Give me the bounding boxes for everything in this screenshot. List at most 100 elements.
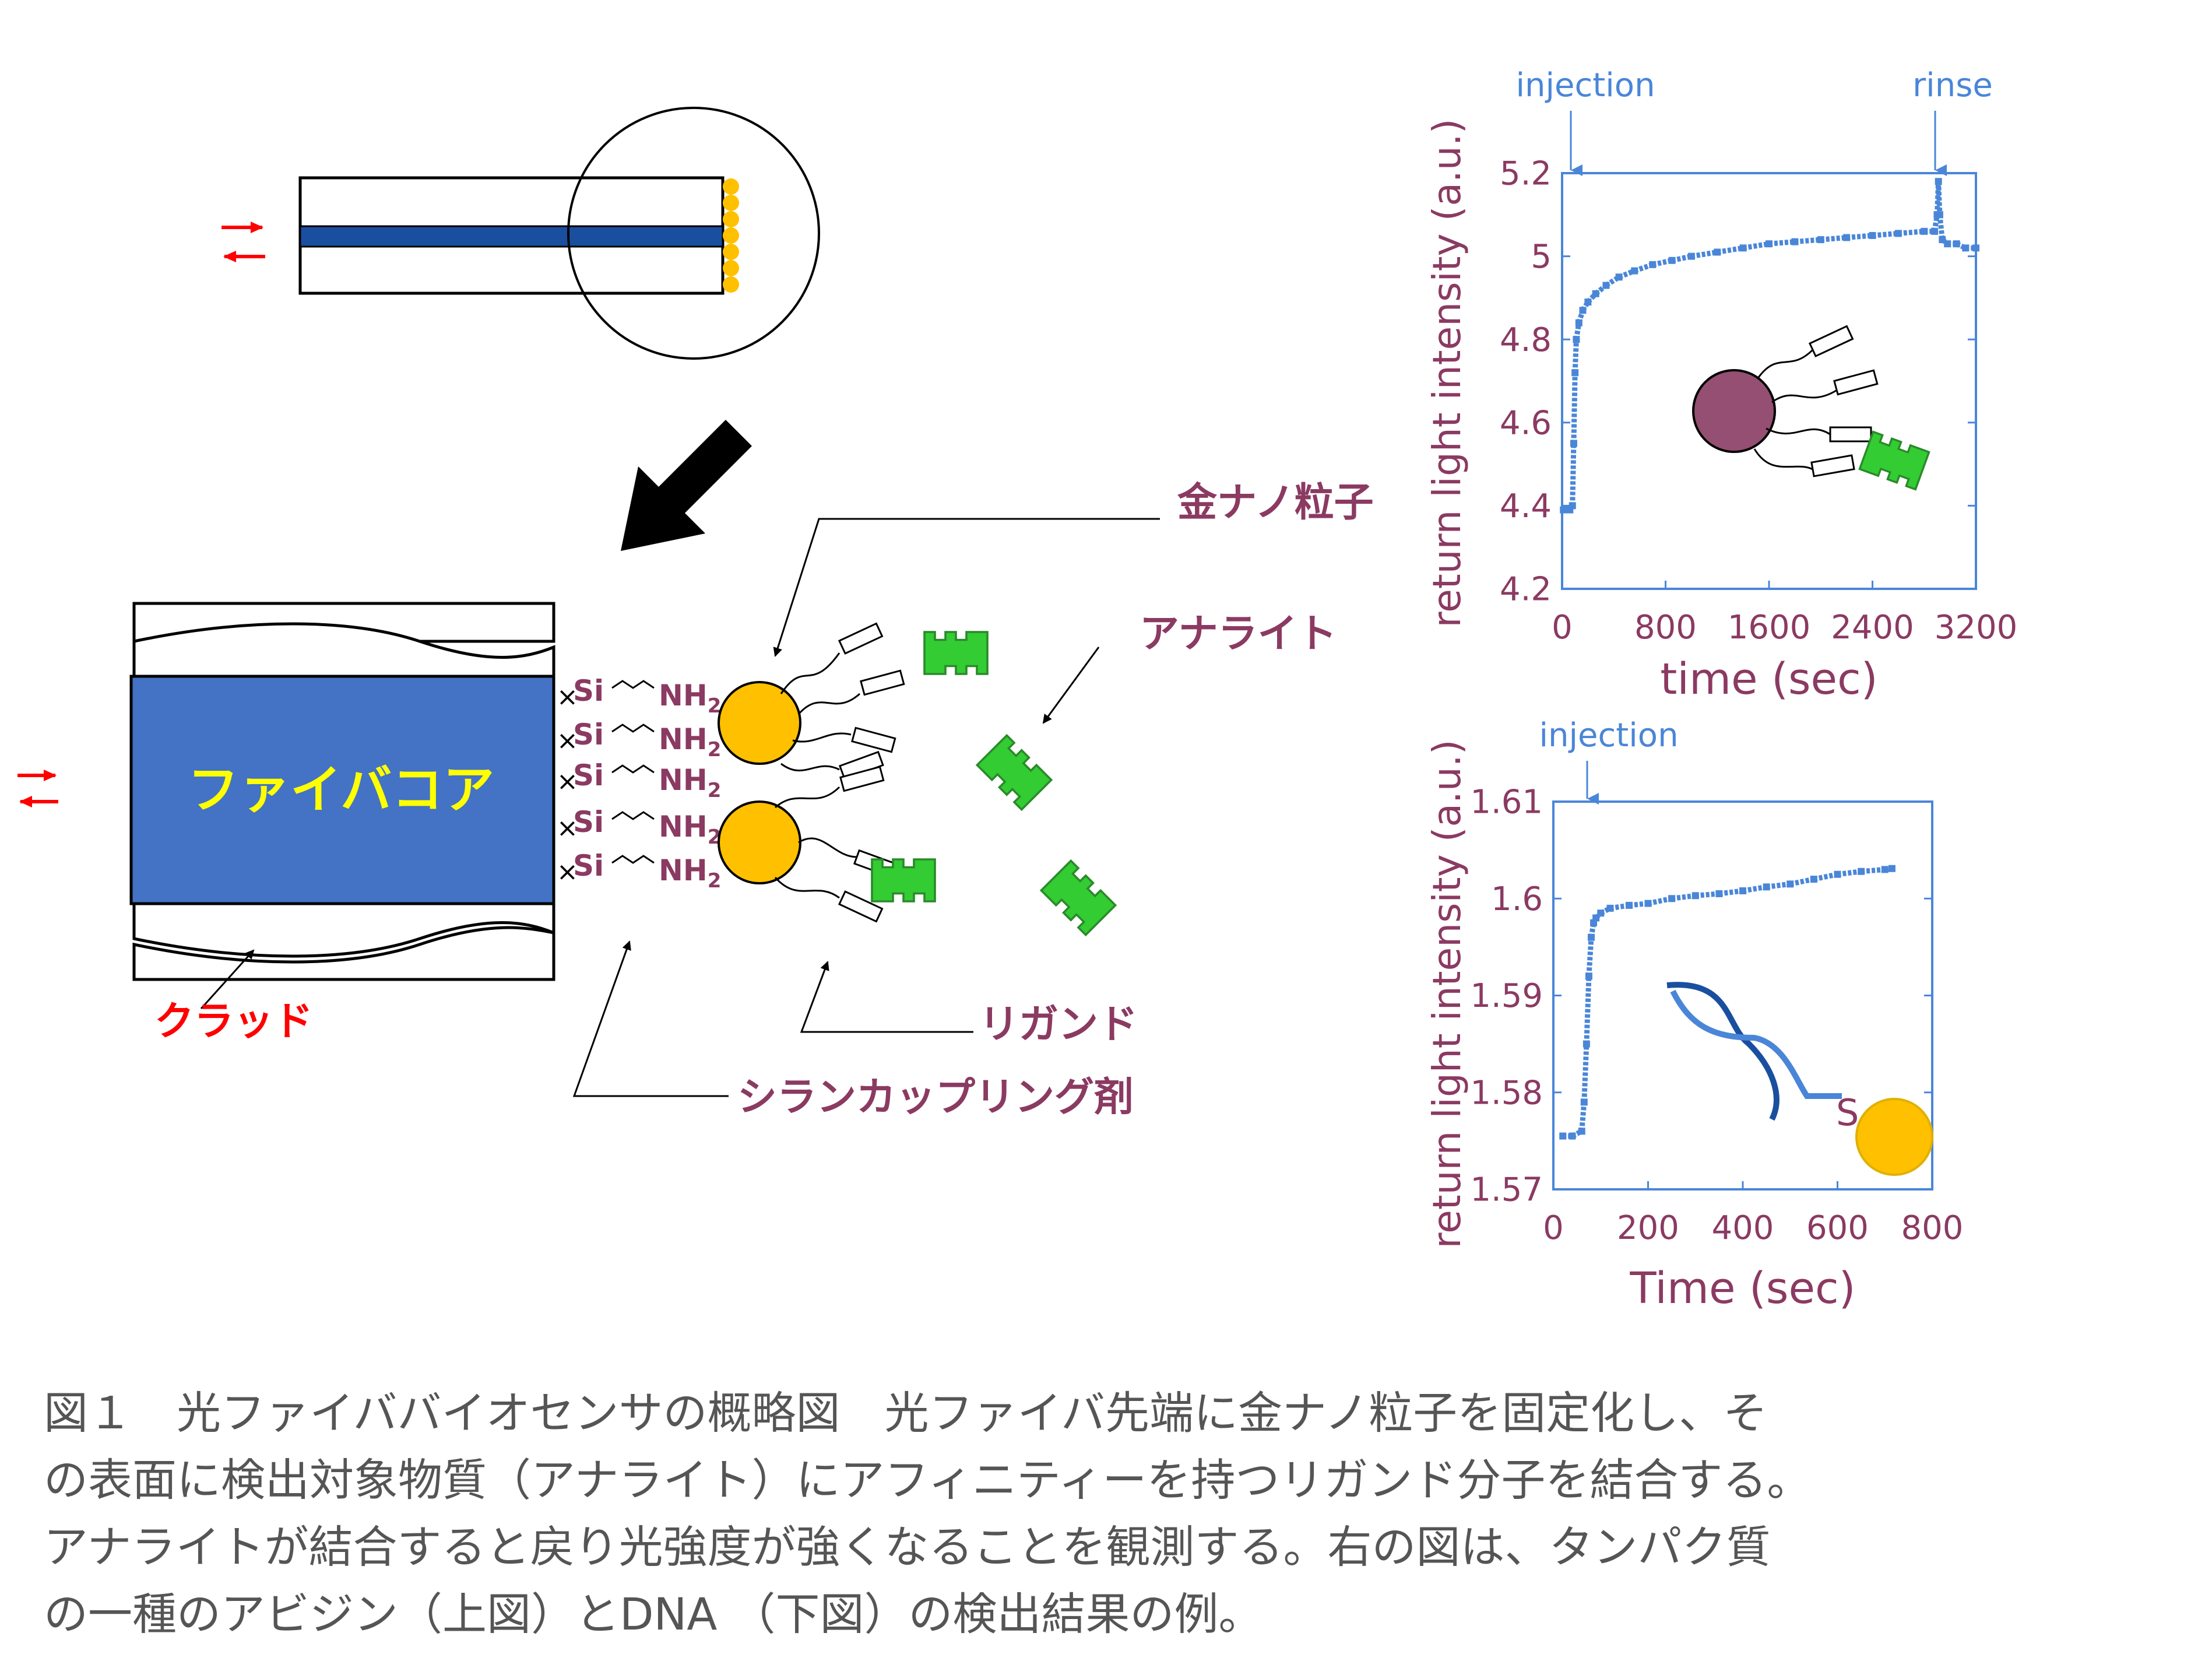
sulfur-label: S — [1836, 1091, 1859, 1134]
series-segment — [1795, 237, 1821, 245]
series-segment — [1898, 229, 1925, 236]
y-tick-label: 1.58 — [1470, 1074, 1543, 1112]
label-gold-nanoparticle: 金ナノ粒子 — [1177, 480, 1374, 526]
series-segment — [1599, 905, 1612, 916]
x-axis-title: Time (sec) — [1629, 1263, 1855, 1314]
data-series — [1559, 865, 1896, 1140]
data-series — [1560, 178, 1979, 514]
series-segment — [1695, 891, 1719, 898]
x-tick-label: 800 — [1634, 609, 1697, 647]
y-tick-label: 1.59 — [1470, 977, 1543, 1015]
plot-frame — [1561, 172, 1977, 590]
annotation-injection: injection — [1539, 717, 1678, 754]
series-segment — [1573, 322, 1582, 340]
analyte-molecules — [871, 631, 1117, 936]
annotation-injection: injection — [1515, 66, 1655, 104]
series-segment — [1571, 373, 1578, 444]
annotation-rinse: rinse — [1912, 66, 1993, 104]
x-tick-label: 2400 — [1831, 609, 1914, 647]
caption-line: 図１ 光ファイババイオセンサの概略図 光ファイバ先端に金ナノ粒子を固定化し、そ — [44, 1387, 1767, 1439]
si-label: Si — [573, 718, 604, 752]
gold-nanoparticle — [718, 800, 801, 884]
si-label: Si — [573, 674, 604, 708]
fiber-core-label: ファイバコア — [188, 760, 494, 820]
series-segment — [1937, 214, 1945, 240]
series-segment — [1861, 866, 1886, 875]
data-point — [1888, 865, 1896, 872]
si-label: Si — [573, 849, 604, 883]
series-segment — [1586, 937, 1594, 977]
si-label: Si — [573, 758, 604, 792]
fiber-overview — [221, 107, 820, 360]
series-segment — [1766, 881, 1791, 890]
series-segment — [1572, 339, 1579, 373]
label-analyte: アナライト — [1140, 611, 1337, 657]
nh2-label: NH2 — [659, 854, 721, 893]
series-segment — [1571, 1129, 1583, 1139]
zoom-arrow — [621, 420, 752, 551]
light-direction-arrows-detail — [17, 770, 58, 807]
chart-avidin: return light intensity (a.u.) time (sec)… — [1425, 66, 2017, 704]
alkyl-chain — [611, 764, 655, 774]
dna-inset: S — [1666, 982, 1933, 1176]
gold-particles-tip — [723, 178, 739, 293]
nh2-label: NH2 — [659, 679, 721, 718]
x-tick-label: 3200 — [1935, 609, 2018, 647]
x-tick-label: 0 — [1552, 609, 1573, 647]
y-tick-label: 5 — [1531, 238, 1552, 276]
label-cladding: クラッド — [154, 999, 313, 1045]
caption-line: アナライトが結合すると戻り光強度が強くなることを観測する。右の図は、タンパク質 — [44, 1521, 1770, 1573]
x-tick-label: 800 — [1901, 1209, 1964, 1247]
series-segment — [1718, 888, 1743, 897]
label-ligand: リガンド — [979, 1002, 1138, 1048]
series-segment — [1691, 250, 1718, 259]
x-tick-label: 0 — [1543, 1209, 1564, 1247]
nh2-label: NH2 — [659, 763, 721, 802]
y-axis-title: return light intensity (a.u.) — [1425, 119, 1469, 628]
y-tick-label: 1.6 — [1491, 880, 1543, 918]
series-segment — [1742, 884, 1767, 894]
avidin-inset — [1692, 325, 1930, 491]
y-tick-label: 5.2 — [1500, 155, 1552, 193]
series-segment — [1671, 893, 1696, 901]
light-direction-arrows-top — [221, 222, 265, 262]
surface-bond: × — [557, 857, 578, 887]
series-segment — [1586, 292, 1598, 304]
nh2-label: NH2 — [659, 810, 721, 849]
si-label: Si — [573, 805, 604, 839]
series-segment — [1789, 876, 1814, 887]
series-segment — [1717, 245, 1744, 255]
label-silane-coupling: シランカップリング剤 — [737, 1074, 1134, 1121]
series-segment — [1581, 1044, 1589, 1102]
series-segment — [1570, 443, 1577, 506]
nh2-label: NH2 — [659, 722, 721, 761]
x-axis-title: time (sec) — [1660, 654, 1877, 704]
alkyl-chain — [611, 811, 655, 820]
series-segment — [1837, 869, 1862, 877]
series-segment — [1584, 976, 1592, 1044]
series-segment — [1936, 181, 1943, 215]
alkyl-chain — [611, 855, 655, 864]
series-segment — [1872, 230, 1899, 238]
figure-caption: 図１ 光ファイババイオセンサの概略図 光ファイバ先端に金ナノ粒子を固定化し、そ … — [44, 1387, 1811, 1640]
surface-bond: × — [557, 682, 578, 712]
data-point — [1972, 244, 1979, 252]
series-segment — [1742, 241, 1770, 251]
y-tick-label: 4.8 — [1500, 321, 1552, 359]
gold-nanoparticle — [718, 681, 801, 765]
series-segment — [1579, 1102, 1587, 1132]
y-tick-label: 1.61 — [1470, 784, 1543, 821]
caption-line: の表面に検出対象物質（アナライト）にアフィニティーを持つリガンド分子を結合する。 — [44, 1454, 1811, 1506]
surface-bond: × — [557, 767, 578, 796]
series-segment — [1768, 239, 1795, 247]
surface-bond: × — [557, 813, 578, 843]
x-tick-label: 1600 — [1728, 609, 1811, 647]
y-tick-label: 4.2 — [1500, 571, 1552, 609]
y-tick-label: 4.4 — [1500, 487, 1552, 525]
x-tick-label: 200 — [1617, 1209, 1679, 1247]
ligands — [774, 623, 905, 922]
series-segment — [1647, 896, 1673, 906]
x-tick-label: 400 — [1712, 1209, 1774, 1247]
